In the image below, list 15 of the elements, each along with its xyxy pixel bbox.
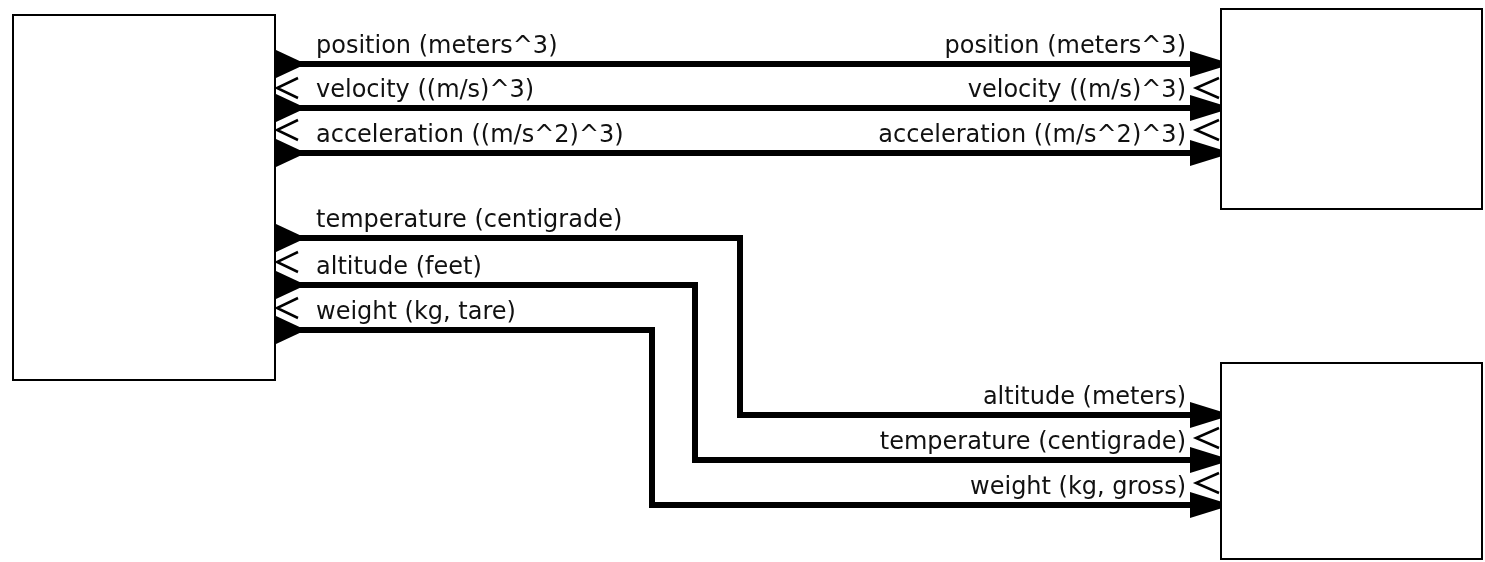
port-label: altitude (feet) [316, 252, 482, 280]
port-label: position (meters^3) [944, 31, 1186, 59]
port-label: weight (kg, tare) [316, 297, 516, 325]
port-label: acceleration ((m/s^2)^3) [878, 120, 1186, 148]
port-label: acceleration ((m/s^2)^3) [316, 120, 624, 148]
port-label: temperature (centigrade) [316, 205, 623, 233]
port-label: velocity ((m/s)^3) [316, 75, 535, 103]
block-box [1220, 8, 1483, 210]
port-label: weight (kg, gross) [970, 472, 1186, 500]
block-box [12, 14, 276, 381]
block-box [1220, 362, 1483, 560]
port-label: altitude (meters) [982, 382, 1186, 410]
port-label: velocity ((m/s)^3) [967, 75, 1186, 103]
port-label: position (meters^3) [316, 31, 558, 59]
port-label: temperature (centigrade) [879, 427, 1186, 455]
